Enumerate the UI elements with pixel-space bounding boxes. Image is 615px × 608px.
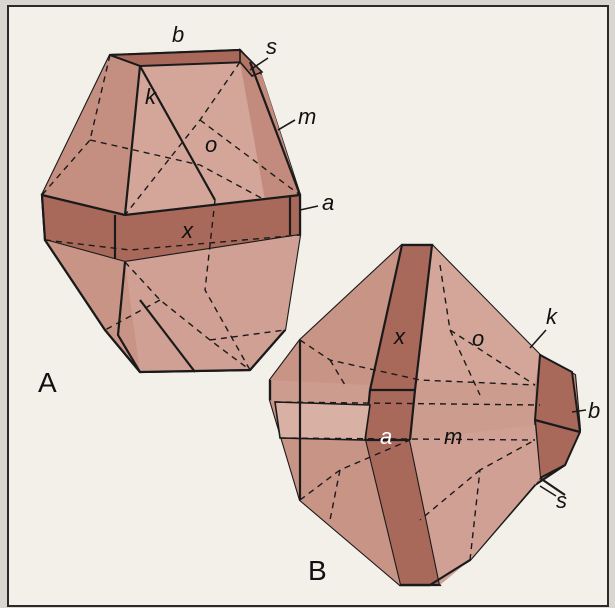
crystal-b-lower-front	[410, 425, 540, 585]
crystal-b-label-s: s	[556, 488, 567, 513]
crystal-a-label-m: m	[298, 104, 316, 129]
crystal-b-face-o	[400, 245, 540, 385]
crystal-b-upper-left	[270, 245, 402, 385]
crystal-a-label-a: a	[322, 190, 334, 215]
crystal-a-face-m	[240, 62, 300, 200]
crystal-a-label-s: s	[266, 34, 277, 59]
crystal-a-label-k: k	[145, 84, 157, 109]
crystal-b-label-x: x	[393, 324, 406, 349]
crystal-a-panel-label: A	[38, 367, 57, 398]
crystal-b-label-a: a	[380, 424, 392, 449]
crystal-a-label-x: x	[181, 218, 194, 243]
crystal-b-label-m: m	[444, 424, 462, 449]
crystal-b-face-m	[274, 401, 371, 441]
crystal-b-panel-label: B	[308, 555, 327, 586]
crystal-a-label-o: o	[205, 132, 217, 157]
crystal-a: b s k m o a x A	[38, 22, 334, 398]
crystal-b-label-k: k	[546, 304, 558, 329]
crystal-b: x o k a m b s B	[268, 243, 600, 587]
crystal-a-lower-left	[45, 240, 140, 372]
crystal-a-label-b: b	[172, 22, 184, 47]
crystal-b-label-o: o	[472, 326, 484, 351]
crystal-b-label-b: b	[588, 398, 600, 423]
